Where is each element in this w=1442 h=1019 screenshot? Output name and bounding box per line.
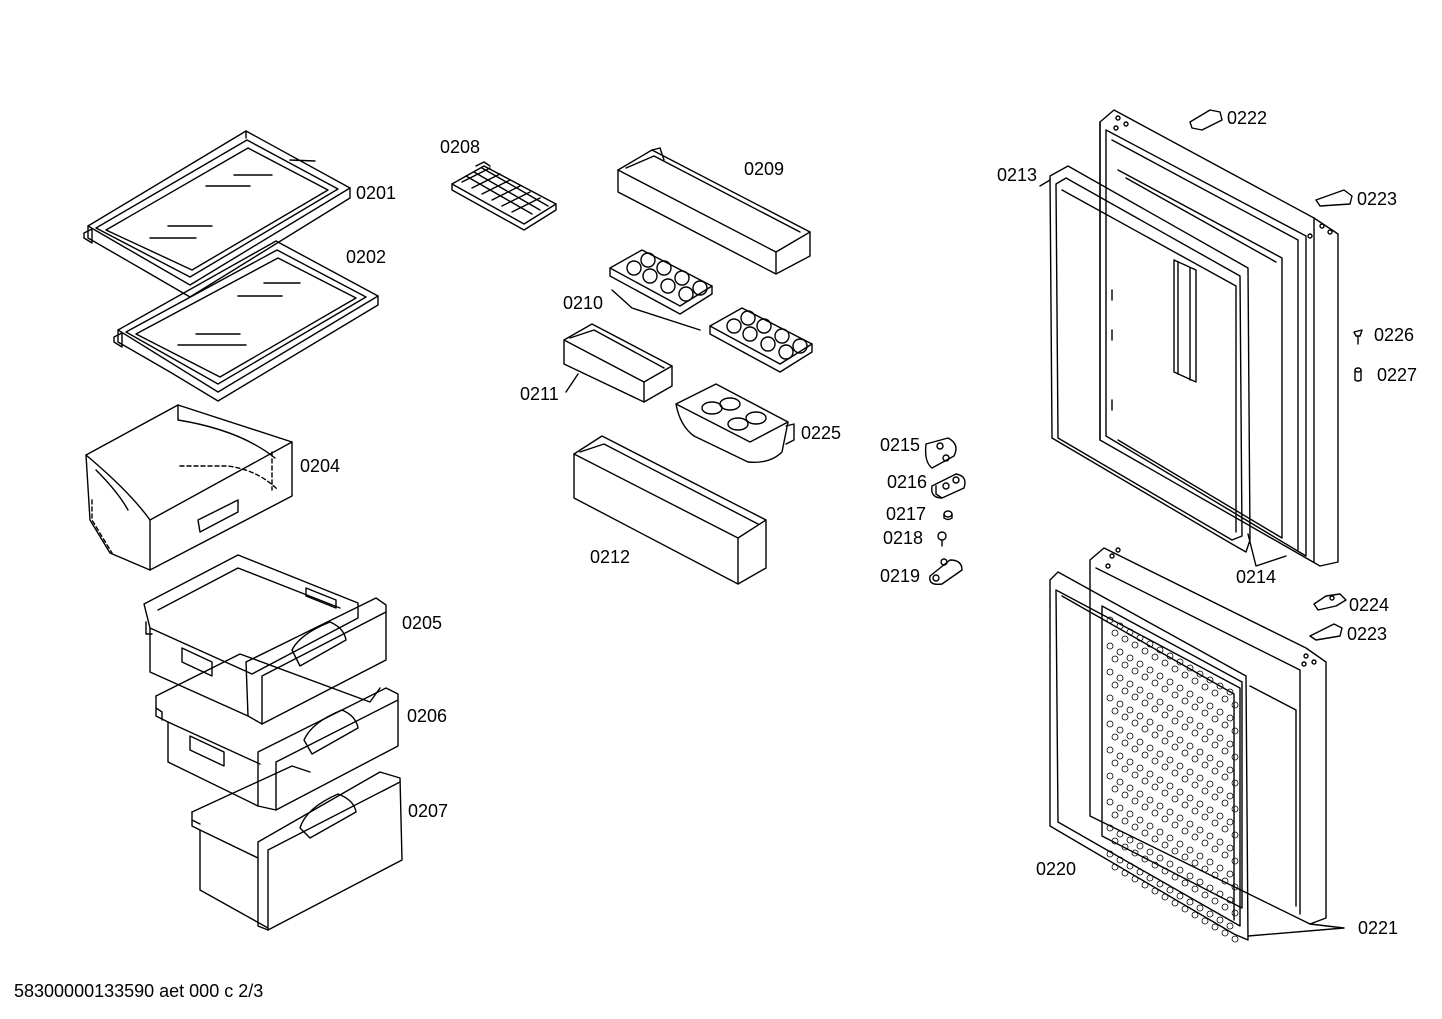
ice-cube-tray <box>452 162 556 230</box>
label-0219: 0219 <box>880 566 921 586</box>
label-0223-upper: 0223 <box>1357 189 1398 209</box>
hinge-plate-0215 <box>926 438 956 468</box>
hinge-plate-0219 <box>930 559 962 584</box>
screw-0218 <box>938 532 946 546</box>
freezer-door-lower <box>1090 548 1326 924</box>
label-0208: 0208 <box>440 137 481 157</box>
drawer-upper <box>144 555 386 724</box>
label-0225: 0225 <box>801 423 842 443</box>
label-0209: 0209 <box>744 159 785 179</box>
label-0213: 0213 <box>997 165 1038 185</box>
label-0210: 0210 <box>563 293 604 313</box>
leader-0211 <box>566 374 578 392</box>
bushing-0217 <box>944 511 952 520</box>
door-gasket-upper <box>1050 166 1250 552</box>
freezer-door-texture <box>1106 617 1239 943</box>
label-0202: 0202 <box>346 247 387 267</box>
butter-tray <box>676 384 794 462</box>
cover-0223-upper <box>1316 190 1352 206</box>
cover-0223-lower <box>1310 624 1342 640</box>
door-shelf-long <box>618 148 810 274</box>
glass-shelf-upper <box>84 131 350 297</box>
leader-0214 <box>1248 534 1286 566</box>
leader-0210 <box>612 290 700 330</box>
label-0214: 0214 <box>1236 567 1277 587</box>
hinge-cover-0224 <box>1314 594 1346 610</box>
label-0217: 0217 <box>886 504 927 524</box>
label-0220: 0220 <box>1036 859 1077 879</box>
door-gasket-lower <box>1050 572 1248 940</box>
egg-tray-left <box>610 250 712 314</box>
drawer-lower <box>192 766 402 930</box>
label-0218: 0218 <box>883 528 924 548</box>
screw-0226 <box>1354 330 1362 344</box>
egg-tray-right <box>710 308 812 372</box>
label-0222: 0222 <box>1227 108 1268 128</box>
label-0215: 0215 <box>880 435 921 455</box>
label-0216: 0216 <box>887 472 928 492</box>
leader-0221 <box>1248 924 1344 936</box>
hinge-bracket-0216 <box>932 474 965 498</box>
leader-0213 <box>1040 180 1050 186</box>
label-0212: 0212 <box>590 547 631 567</box>
door-shelf-large <box>574 436 766 584</box>
document-footer-code: 58300000133590 aet 000 c 2/3 <box>14 981 264 1001</box>
cover-0222 <box>1190 110 1222 130</box>
door-shelf-small <box>564 324 672 402</box>
label-0226: 0226 <box>1374 325 1415 345</box>
label-0204: 0204 <box>300 456 341 476</box>
label-0224: 0224 <box>1349 595 1390 615</box>
label-0206: 0206 <box>407 706 448 726</box>
label-0205: 0205 <box>402 613 443 633</box>
salad-bin <box>86 405 292 570</box>
label-0221: 0221 <box>1358 918 1399 938</box>
fridge-door-upper <box>1100 110 1338 566</box>
label-0227: 0227 <box>1377 365 1418 385</box>
label-0201: 0201 <box>356 183 397 203</box>
cap-0227 <box>1355 368 1361 381</box>
label-0223-lower: 0223 <box>1347 624 1388 644</box>
glass-shelf-lower <box>114 241 378 401</box>
label-0207: 0207 <box>408 801 449 821</box>
label-0211: 0211 <box>520 384 559 404</box>
drawer-middle <box>156 654 398 810</box>
